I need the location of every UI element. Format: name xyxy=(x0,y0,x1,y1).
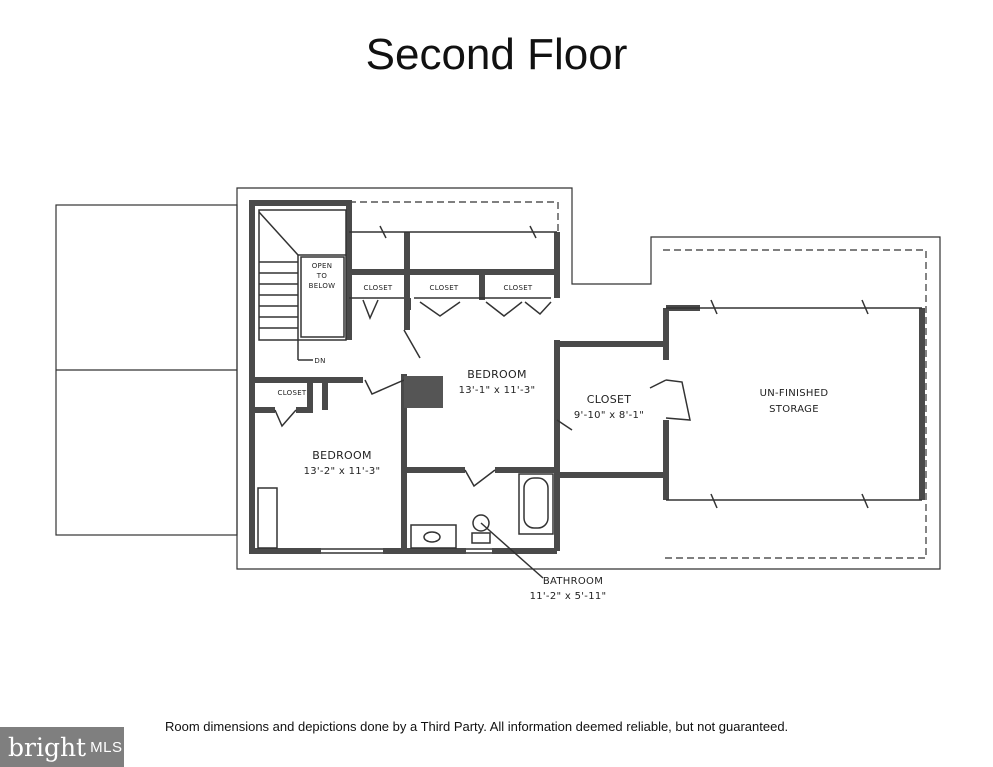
chimney xyxy=(404,376,443,408)
page-title: Second Floor xyxy=(365,30,628,79)
door-swings xyxy=(274,299,573,488)
label-stair-dn: DN xyxy=(314,357,325,365)
walls xyxy=(249,200,925,554)
label-walkin-closet: CLOSET xyxy=(587,393,632,406)
eave-dashed-lines xyxy=(349,201,927,559)
disclaimer-text: Room dimensions and depictions done by a… xyxy=(165,719,789,734)
label-closet-2: CLOSET xyxy=(430,284,459,292)
label-bathroom: BATHROOM xyxy=(543,576,603,587)
label-open-to-below-2: TO xyxy=(316,272,328,280)
label-closet-1: CLOSET xyxy=(364,284,393,292)
label-bedroom-center-size: 13'-1" x 11'-3" xyxy=(459,385,536,396)
brand-suffix: MLS xyxy=(90,738,123,756)
label-closet-3: CLOSET xyxy=(504,284,533,292)
brand-badge: bright MLS xyxy=(0,727,124,767)
label-open-to-below-3: BELOW xyxy=(309,282,336,290)
brand-name: bright xyxy=(8,732,87,762)
label-bathroom-size: 11'-2" x 5'-11" xyxy=(530,591,607,602)
label-bedroom-left: BEDROOM xyxy=(312,449,372,462)
label-closet-left: CLOSET xyxy=(278,389,307,397)
exterior-outline xyxy=(236,187,941,570)
label-storage-2: STORAGE xyxy=(769,404,819,415)
label-open-to-below-1: OPEN xyxy=(312,262,333,270)
label-walkin-closet-size: 9'-10" x 8'-1" xyxy=(574,410,644,421)
label-storage-1: UN-FINISHED xyxy=(760,388,829,399)
label-bedroom-center: BEDROOM xyxy=(467,368,527,381)
lower-roof-outline xyxy=(55,204,238,536)
thin-walls xyxy=(257,209,922,579)
label-bedroom-left-size: 13'-2" x 11'-3" xyxy=(304,466,381,477)
